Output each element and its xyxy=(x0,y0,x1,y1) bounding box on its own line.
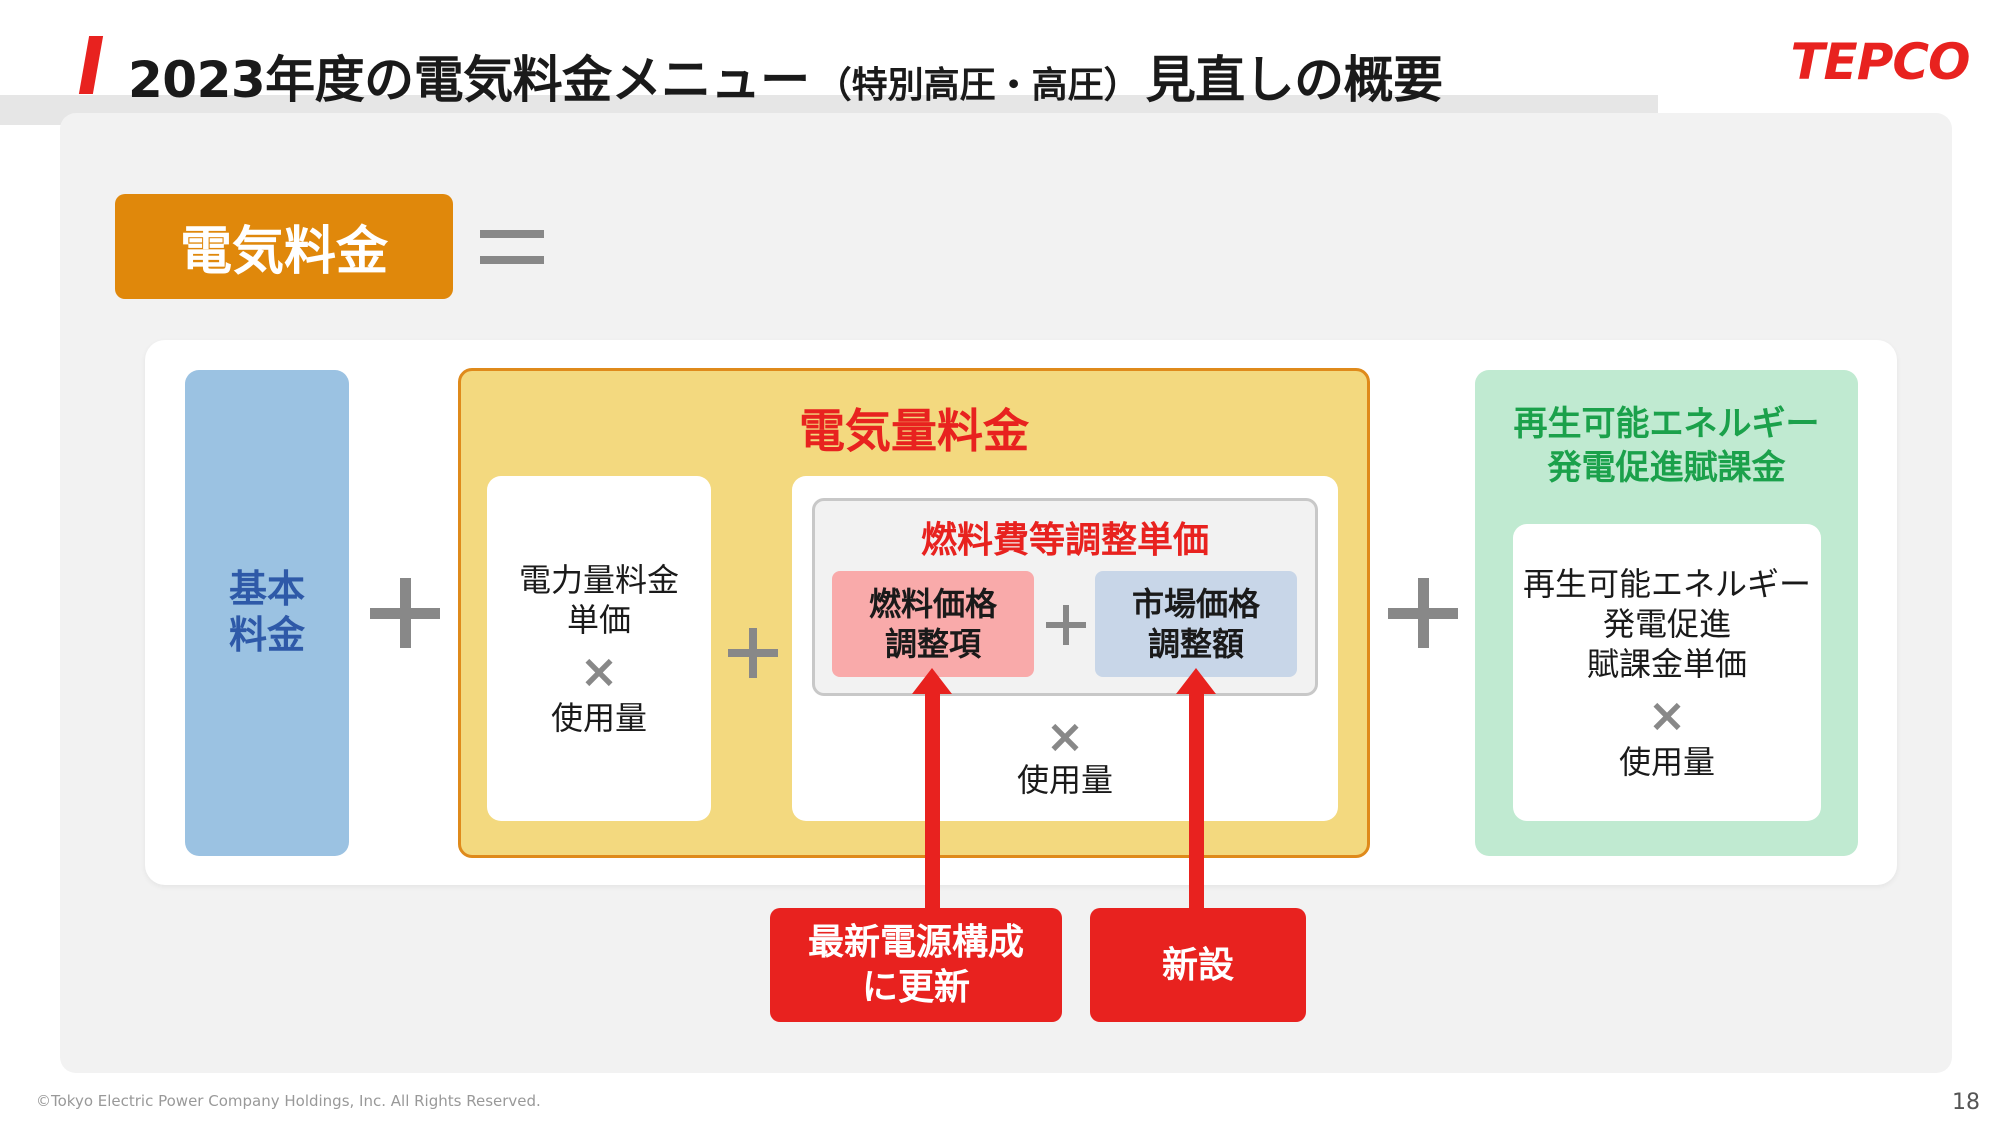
new-callout: 新設 xyxy=(1090,908,1306,1022)
page-title: 2023年度の電気料金メニュー （特別高圧・高圧） 見直しの概要 xyxy=(128,40,1443,109)
usage-label: 使用量 xyxy=(550,698,647,737)
tepco-logo: TEPCO xyxy=(1790,33,1970,91)
renewable-levy-title: 再生可能エネルギー 発電促進賦課金 xyxy=(1475,398,1858,494)
fuel-price-term-box: 燃料価格 調整項 xyxy=(832,571,1034,677)
multiply-icon: × xyxy=(1647,687,1687,742)
arrow-up-icon xyxy=(912,668,952,694)
unit-price-line-1: 電力量料金 xyxy=(518,560,679,599)
fuel-price-term-line-1: 燃料価格 xyxy=(868,585,997,623)
market-price-line-2: 調整額 xyxy=(1147,625,1244,663)
fuel-usage-label: 使用量 xyxy=(1016,761,1113,799)
update-callout-line-1: 最新電源構成 xyxy=(807,922,1024,963)
renewable-unit-price-line-3: 賦課金単価 xyxy=(1586,644,1747,683)
page-title-main: 2023年度の電気料金メニュー xyxy=(128,51,810,109)
basic-fee-line-2: 料金 xyxy=(228,613,305,657)
update-arrow-shaft xyxy=(925,690,940,910)
market-price-adjustment-box: 市場価格 調整額 xyxy=(1095,571,1297,677)
unit-price-line-2: 単価 xyxy=(566,600,631,639)
energy-fee-title: 電気量料金 xyxy=(799,404,1029,458)
update-callout: 最新電源構成 に更新 xyxy=(770,908,1062,1022)
plus-icon xyxy=(1388,578,1458,648)
renewable-unit-price-line-2: 発電促進 xyxy=(1602,604,1731,643)
electricity-fee-label: 電気料金 xyxy=(115,194,453,299)
unit-price-card: 電力量料金 単価 × 使用量 xyxy=(487,476,711,821)
page-title-tail: 見直しの概要 xyxy=(1145,51,1444,109)
market-price-line-1: 市場価格 xyxy=(1131,585,1260,623)
arrow-up-icon xyxy=(1176,668,1216,694)
renewable-levy-title-line-2: 発電促進賦課金 xyxy=(1547,448,1786,488)
multiply-icon: × xyxy=(579,643,619,698)
page-number: 18 xyxy=(1952,1090,1980,1115)
plus-icon xyxy=(370,578,440,648)
renewable-levy-card: 再生可能エネルギー 発電促進 賦課金単価 × 使用量 xyxy=(1513,524,1821,821)
plus-icon xyxy=(728,628,778,678)
page-title-sub: （特別高圧・高圧） xyxy=(815,65,1140,106)
multiply-icon: × xyxy=(1045,709,1085,763)
basic-fee-line-1: 基本 xyxy=(228,567,305,612)
basic-fee-box: 基本 料金 xyxy=(185,370,349,856)
fuel-price-term-line-2: 調整項 xyxy=(884,625,981,663)
update-callout-line-2: に更新 xyxy=(861,967,970,1008)
renewable-levy-title-line-1: 再生可能エネルギー xyxy=(1513,403,1820,444)
fuel-adjustment-title: 燃料費等調整単価 xyxy=(920,520,1209,561)
renewable-unit-price-line-1: 再生可能エネルギー xyxy=(1522,564,1811,603)
copyright: ©Tokyo Electric Power Company Holdings, … xyxy=(36,1092,541,1110)
plus-icon xyxy=(1046,605,1086,645)
new-arrow-shaft xyxy=(1189,690,1204,910)
renewable-usage-label: 使用量 xyxy=(1618,742,1715,781)
title-accent-slash xyxy=(78,36,104,94)
equals-icon xyxy=(480,230,544,264)
